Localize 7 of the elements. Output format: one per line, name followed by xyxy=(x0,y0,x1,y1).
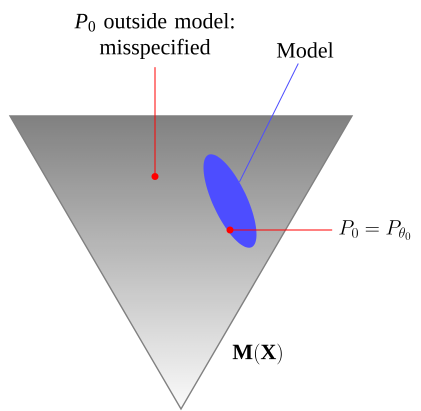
leader-line xyxy=(226,226,333,234)
callout-text: P$_{0}$ outside model: misspecified xyxy=(74,13,234,59)
leader-line xyxy=(238,63,299,182)
leader-line xyxy=(152,66,158,180)
callout-text: $P_0 = P_{\theta_0}$ xyxy=(339,220,410,240)
callout-text: Model xyxy=(276,42,334,58)
region-label: $\mathbf{M}(\mathbf{X})$ xyxy=(232,344,282,364)
